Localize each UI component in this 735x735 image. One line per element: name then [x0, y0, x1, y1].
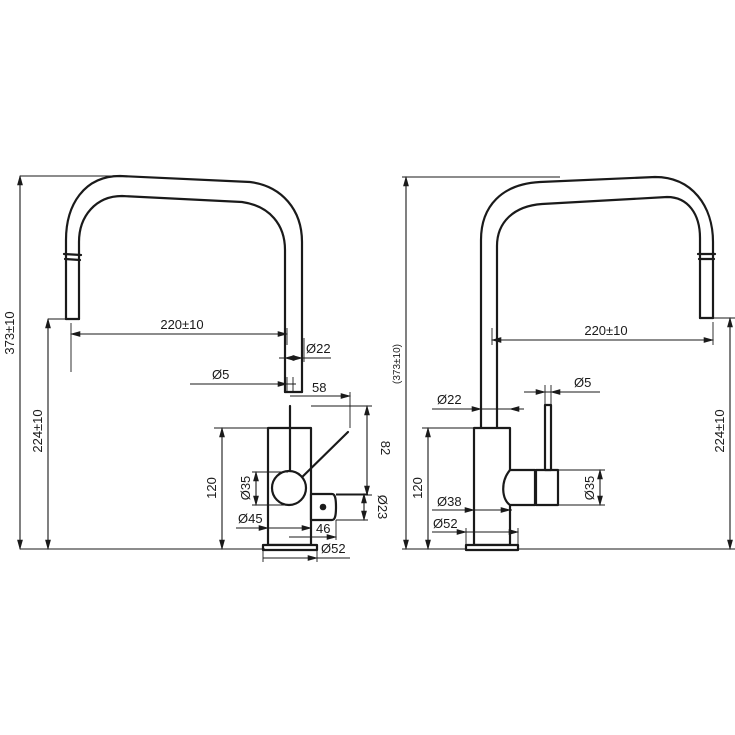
front-base [464, 543, 520, 552]
side-height-total-label: 373±10 [2, 311, 17, 354]
side-knob-offset-label: 46 [316, 521, 330, 536]
side-spout-dia-label: Ø22 [306, 341, 331, 356]
side-dimension-lines [19, 175, 372, 562]
side-view: 373±10 224±10 220±10 Ø22 Ø5 58 82 120 Ø3… [2, 174, 393, 562]
front-lever [543, 403, 553, 472]
side-knob-mark [319, 503, 327, 511]
side-spout-inner [77, 194, 287, 394]
front-height-total-label: (373±10) [392, 344, 403, 384]
front-faucet-outline [464, 175, 717, 552]
front-spout-dia-label: Ø22 [437, 392, 462, 407]
front-lever-dia-label: Ø5 [574, 375, 591, 390]
front-body-dia-label: Ø38 [437, 494, 462, 509]
side-arrowheads [17, 174, 370, 561]
front-handle-block [534, 468, 560, 507]
side-hub-dia-label: Ø35 [238, 476, 253, 501]
front-arrowheads [403, 175, 733, 551]
front-base-dia-label: Ø52 [433, 516, 458, 531]
side-lever-height-label: 82 [378, 441, 393, 455]
side-base-dia-label: Ø52 [321, 541, 346, 556]
front-body-height-label: 120 [410, 477, 425, 499]
side-lever-offset-label: 58 [312, 380, 326, 395]
side-reach-label: 220±10 [160, 317, 203, 332]
front-spout-outer [479, 175, 715, 430]
front-handle-boss [502, 468, 537, 507]
front-handle-dia-label: Ø35 [582, 476, 597, 501]
side-labels: 373±10 224±10 220±10 Ø22 Ø5 58 82 120 Ø3… [2, 311, 393, 556]
front-view: (373±10) 224±10 220±10 Ø22 Ø5 120 Ø35 Ø3… [392, 175, 735, 552]
side-lever-dia-label: Ø5 [212, 367, 229, 382]
side-knob-dia-label: Ø23 [375, 495, 390, 520]
side-faucet-outline [62, 174, 350, 552]
front-spout-height-label: 224±10 [712, 409, 727, 452]
side-body-height-label: 120 [204, 477, 219, 499]
side-handle-hub [270, 469, 308, 507]
side-handle-lever [292, 430, 350, 487]
side-body-dia-label: Ø45 [238, 511, 263, 526]
side-pullout-seam-1 [62, 252, 83, 257]
side-pullout-seam-2 [63, 257, 82, 262]
front-spout-inner [495, 195, 702, 430]
side-spout-outer [64, 174, 304, 394]
side-base [261, 543, 319, 552]
front-reach-label: 220±10 [584, 323, 627, 338]
front-labels: (373±10) 224±10 220±10 Ø22 Ø5 120 Ø35 Ø3… [392, 323, 727, 531]
side-spout-height-label: 224±10 [30, 409, 45, 452]
